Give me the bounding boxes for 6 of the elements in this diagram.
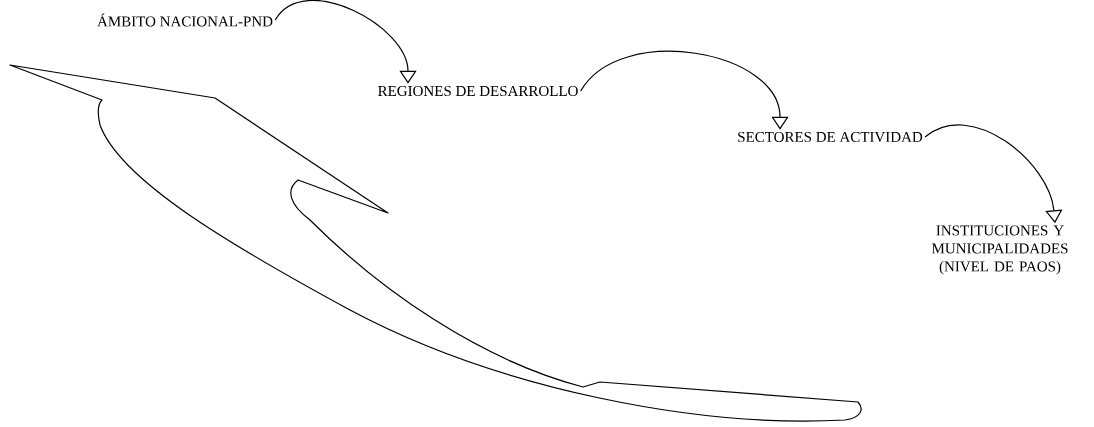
curved-arrow [274, 0, 417, 84]
level-label: REGIONES DE DESARROLLO [378, 85, 578, 97]
level-label: SECTORES DE ACTIVIDAD [738, 131, 923, 143]
level-label: INSTITUCIONES Y MUNICIPALIDADES (NIVEL DE PAOS) [931, 225, 1068, 275]
curved-arrow [580, 50, 789, 130]
level-label: ÁMBITO NACIONAL-PND [97, 13, 273, 27]
